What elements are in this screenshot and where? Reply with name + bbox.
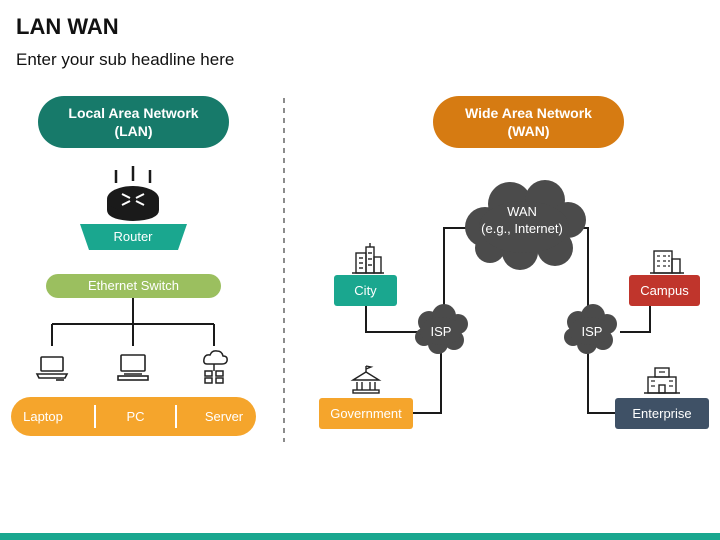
page-subtitle: Enter your sub headline here (16, 50, 235, 69)
laptop-icon (35, 356, 69, 381)
router-icon (107, 166, 159, 221)
government-building-icon (350, 365, 382, 394)
isp-label-right: ISP (582, 324, 603, 339)
device-label-server: Server (204, 409, 244, 424)
footer-bar (0, 533, 720, 540)
enterprise-building-icon (644, 367, 680, 394)
city-buildings-icon (352, 243, 384, 274)
wan-heading-line2: (WAN) (507, 123, 550, 139)
city-box: City (334, 275, 397, 306)
device-label-laptop: Laptop (23, 409, 63, 424)
lan-heading-line2: (LAN) (114, 123, 153, 139)
device-label-pc: PC (126, 409, 145, 424)
enterprise-box: Enterprise (615, 398, 709, 429)
wan-cloud-label-2: (e.g., Internet) (481, 221, 563, 236)
campus-building-icon (650, 250, 684, 274)
wan-cloud-label-1: WAN (507, 204, 537, 219)
isp-cloud-right (564, 304, 617, 354)
campus-box: Campus (629, 275, 700, 306)
lan-connectors (51, 298, 215, 346)
device-bar: Laptop PC Server (11, 397, 256, 436)
lan-heading: Local Area Network (LAN) (38, 96, 229, 148)
wan-heading: Wide Area Network (WAN) (433, 96, 624, 148)
server-icon (203, 350, 228, 384)
isp-label-left: ISP (431, 324, 452, 339)
router-label-shape: Router (80, 224, 187, 250)
pc-icon (117, 354, 149, 381)
isp-cloud-left (415, 304, 468, 354)
page-title: LAN WAN (16, 14, 119, 39)
wan-cloud (465, 180, 586, 270)
router-label: Router (113, 229, 153, 244)
government-box: Government (319, 398, 413, 429)
device-divider (175, 405, 177, 428)
wan-heading-line1: Wide Area Network (465, 105, 592, 121)
lan-heading-line1: Local Area Network (68, 105, 199, 121)
ethernet-switch: Ethernet Switch (46, 274, 221, 298)
device-divider (94, 405, 96, 428)
